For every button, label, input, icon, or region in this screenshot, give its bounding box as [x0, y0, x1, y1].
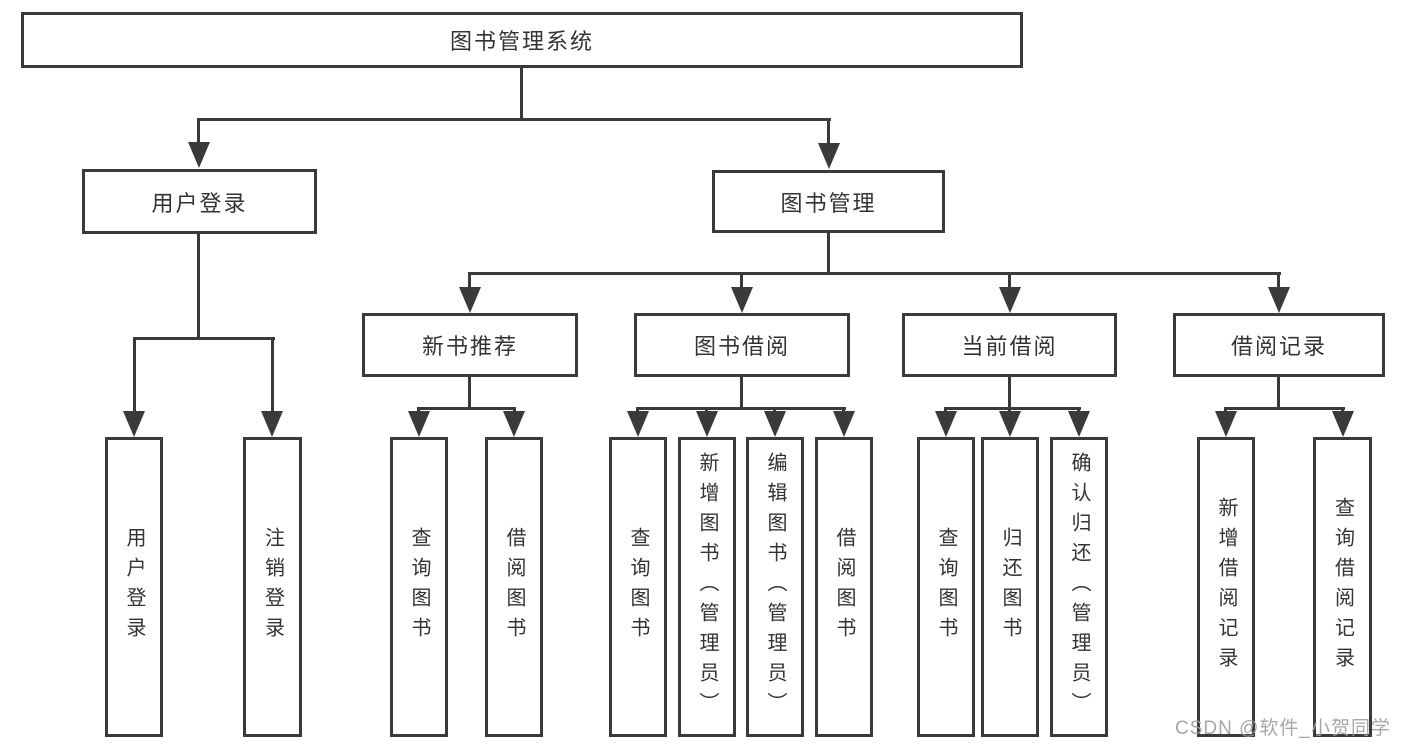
arrow-down-icon	[1268, 287, 1290, 313]
node-query-books-current: 查询图书	[917, 437, 975, 737]
node-return-books: 归还图书	[981, 437, 1039, 737]
node-add-borrow-record: 新增借阅记录	[1197, 437, 1255, 737]
arrow-down-icon	[999, 287, 1021, 313]
arrow-down-icon	[188, 142, 210, 168]
connector-line	[1008, 275, 1011, 289]
connector-line	[197, 121, 200, 143]
connector-line	[944, 407, 1081, 410]
node-query-books-recommend: 查询图书	[390, 437, 448, 737]
connector-line	[468, 377, 471, 410]
node-book-management: 图书管理	[712, 170, 945, 233]
csdn-watermark: CSDN @软件_小贺同学	[1175, 718, 1391, 739]
connector-line	[1277, 377, 1280, 410]
node-borrow-books-recommend: 借阅图书	[485, 437, 543, 737]
connector-line	[740, 377, 743, 410]
node-add-book-admin: 新增图书（管理员）	[678, 437, 736, 737]
node-borrowing-records: 借阅记录	[1173, 313, 1385, 377]
node-user-login-leaf: 用户登录	[105, 437, 163, 737]
arrow-down-icon	[731, 287, 753, 313]
connector-line	[468, 275, 471, 289]
arrow-down-icon	[627, 411, 649, 437]
arrow-down-icon	[459, 287, 481, 313]
connector-line	[197, 234, 200, 340]
arrow-down-icon	[1332, 411, 1354, 437]
connector-line	[827, 233, 830, 275]
node-edit-book-admin: 编辑图书（管理员）	[746, 437, 804, 737]
connector-line	[827, 121, 830, 144]
connector-line	[133, 340, 136, 411]
node-book-borrowing: 图书借阅	[634, 313, 850, 377]
arrow-down-icon	[999, 411, 1021, 437]
node-borrow-books-borrowing: 借阅图书	[815, 437, 873, 737]
arrow-down-icon	[261, 411, 283, 437]
node-library-management-system: 图书管理系统	[21, 12, 1023, 68]
node-query-books-borrowing: 查询图书	[609, 437, 667, 737]
arrow-down-icon	[696, 411, 718, 437]
node-confirm-return-admin: 确认归还（管理员）	[1050, 437, 1108, 737]
connector-line	[1224, 407, 1345, 410]
node-query-borrow-record: 查询借阅记录	[1313, 437, 1372, 737]
node-new-book-recommendation: 新书推荐	[362, 313, 578, 377]
connector-line	[1008, 377, 1011, 410]
node-current-borrowing: 当前借阅	[902, 313, 1117, 377]
connector-line	[468, 272, 1281, 275]
connector-line	[1277, 275, 1280, 289]
arrow-down-icon	[408, 411, 430, 437]
arrow-down-icon	[935, 411, 957, 437]
connector-line	[133, 337, 275, 340]
arrow-down-icon	[503, 411, 525, 437]
arrow-down-icon	[123, 411, 145, 437]
node-logout: 注销登录	[243, 437, 302, 737]
arrow-down-icon	[818, 143, 840, 169]
connector-line	[197, 118, 831, 121]
connector-line	[271, 340, 274, 411]
connector-line	[520, 68, 523, 121]
connector-line	[740, 275, 743, 289]
node-user-login: 用户登录	[82, 169, 317, 234]
connector-line	[417, 407, 516, 410]
arrow-down-icon	[833, 411, 855, 437]
arrow-down-icon	[1068, 411, 1090, 437]
connector-line	[636, 407, 846, 410]
arrow-down-icon	[764, 411, 786, 437]
arrow-down-icon	[1215, 411, 1237, 437]
